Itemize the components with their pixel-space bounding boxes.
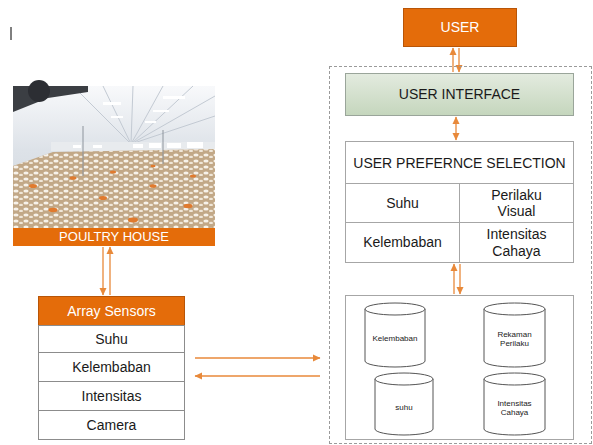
node-label: Rekaman Perilaku (493, 330, 537, 348)
fan (28, 80, 50, 102)
selection-table: USER PREFERNCE SELECTION Suhu Perilaku Vis… (345, 141, 574, 263)
node-label: Camera (87, 417, 137, 433)
node-label: USER PREFERNCE SELECTION (353, 155, 565, 171)
table-cell: Perilaku Visual (459, 183, 574, 223)
connector-arrow (455, 117, 456, 140)
cylinder-label-area: Rekaman Perilaku (483, 317, 546, 361)
node-label: Intensitas (82, 388, 142, 404)
node-label: Perilaku Visual (477, 187, 557, 219)
sensor-row: Camera (38, 410, 185, 440)
cylinder-top (365, 303, 425, 315)
node-label: Intensitas Cahaya (493, 399, 537, 417)
database-cylinder: Rekaman Perilaku (483, 302, 546, 368)
cylinder-label-area: Kelembaban (364, 317, 426, 361)
node-label: USER INTERFACE (399, 86, 520, 102)
connector-arrow (195, 375, 320, 376)
wall-windows (73, 142, 203, 148)
text-cursor (11, 27, 12, 40)
photo-ceiling (13, 86, 215, 228)
sensor-row: Kelembaban (38, 352, 185, 382)
system-frame: USER INTERFACE USER PREFERNCE SELECTION Su… (329, 66, 592, 444)
cylinder-body (484, 379, 545, 435)
ceiling-lights (103, 96, 185, 123)
table-cell: Suhu (345, 183, 460, 223)
sensor-table: Array SensorsSuhuKelembabanIntensitasCam… (38, 296, 185, 440)
connector-arrow (102, 247, 103, 295)
node-label: Kelembaban (373, 334, 418, 343)
sensor-row: Intensitas (38, 381, 185, 411)
poultry-house-photo (13, 80, 215, 228)
cylinder-top (375, 373, 433, 385)
node-label: Suhu (95, 331, 128, 347)
photo-label-bar: POULTRY HOUSE (13, 228, 215, 246)
connector-arrow (453, 264, 454, 294)
table-cell: Kelembaban (345, 222, 460, 263)
connector-arrow (452, 48, 453, 72)
cylinder-body (375, 379, 433, 435)
poultry-house-panel: POULTRY HOUSE (13, 86, 215, 246)
connector-arrow (458, 48, 459, 72)
cylinder-body (365, 309, 425, 367)
node-label: Suhu (386, 195, 419, 211)
node-label: suhu (395, 403, 412, 412)
cylinder-label-area: Intensitas Cahaya (483, 387, 546, 429)
cylinder-body (484, 309, 545, 367)
node-label: POULTRY HOUSE (59, 230, 169, 245)
sensor-row: Suhu (38, 325, 185, 353)
table-header: Array Sensors (39, 297, 184, 325)
user-box: USER (403, 8, 517, 47)
interface-box: USER INTERFACE (345, 73, 574, 116)
node-label: USER (441, 19, 480, 35)
cylinder-label-area: suhu (374, 387, 434, 429)
node-label: Kelembaban (363, 234, 442, 250)
cylinder-top (484, 303, 545, 315)
support-poles (83, 126, 163, 176)
connector-arrow (109, 247, 110, 295)
fan-housing (13, 86, 88, 112)
database-cylinder: Intensitas Cahaya (483, 372, 546, 436)
cylinder-top (484, 373, 545, 385)
floor (13, 149, 215, 228)
chickens (13, 149, 215, 228)
ceiling-beams (73, 86, 215, 144)
table-cell: Intensitas Cahaya (459, 222, 574, 263)
node-label: Intensitas Cahaya (477, 226, 557, 258)
node-label: Kelembaban (72, 359, 151, 375)
database-group: Kelembaban Rekaman Perilaku suhu Intensitas… (345, 295, 574, 440)
database-cylinder: Kelembaban (364, 302, 426, 368)
connector-arrow (459, 264, 460, 294)
node-label: Array Sensors (67, 303, 156, 319)
table-header: USER PREFERNCE SELECTION (346, 142, 573, 184)
feeders (29, 165, 196, 223)
connector-arrow (195, 357, 320, 358)
database-cylinder: suhu (374, 372, 434, 436)
